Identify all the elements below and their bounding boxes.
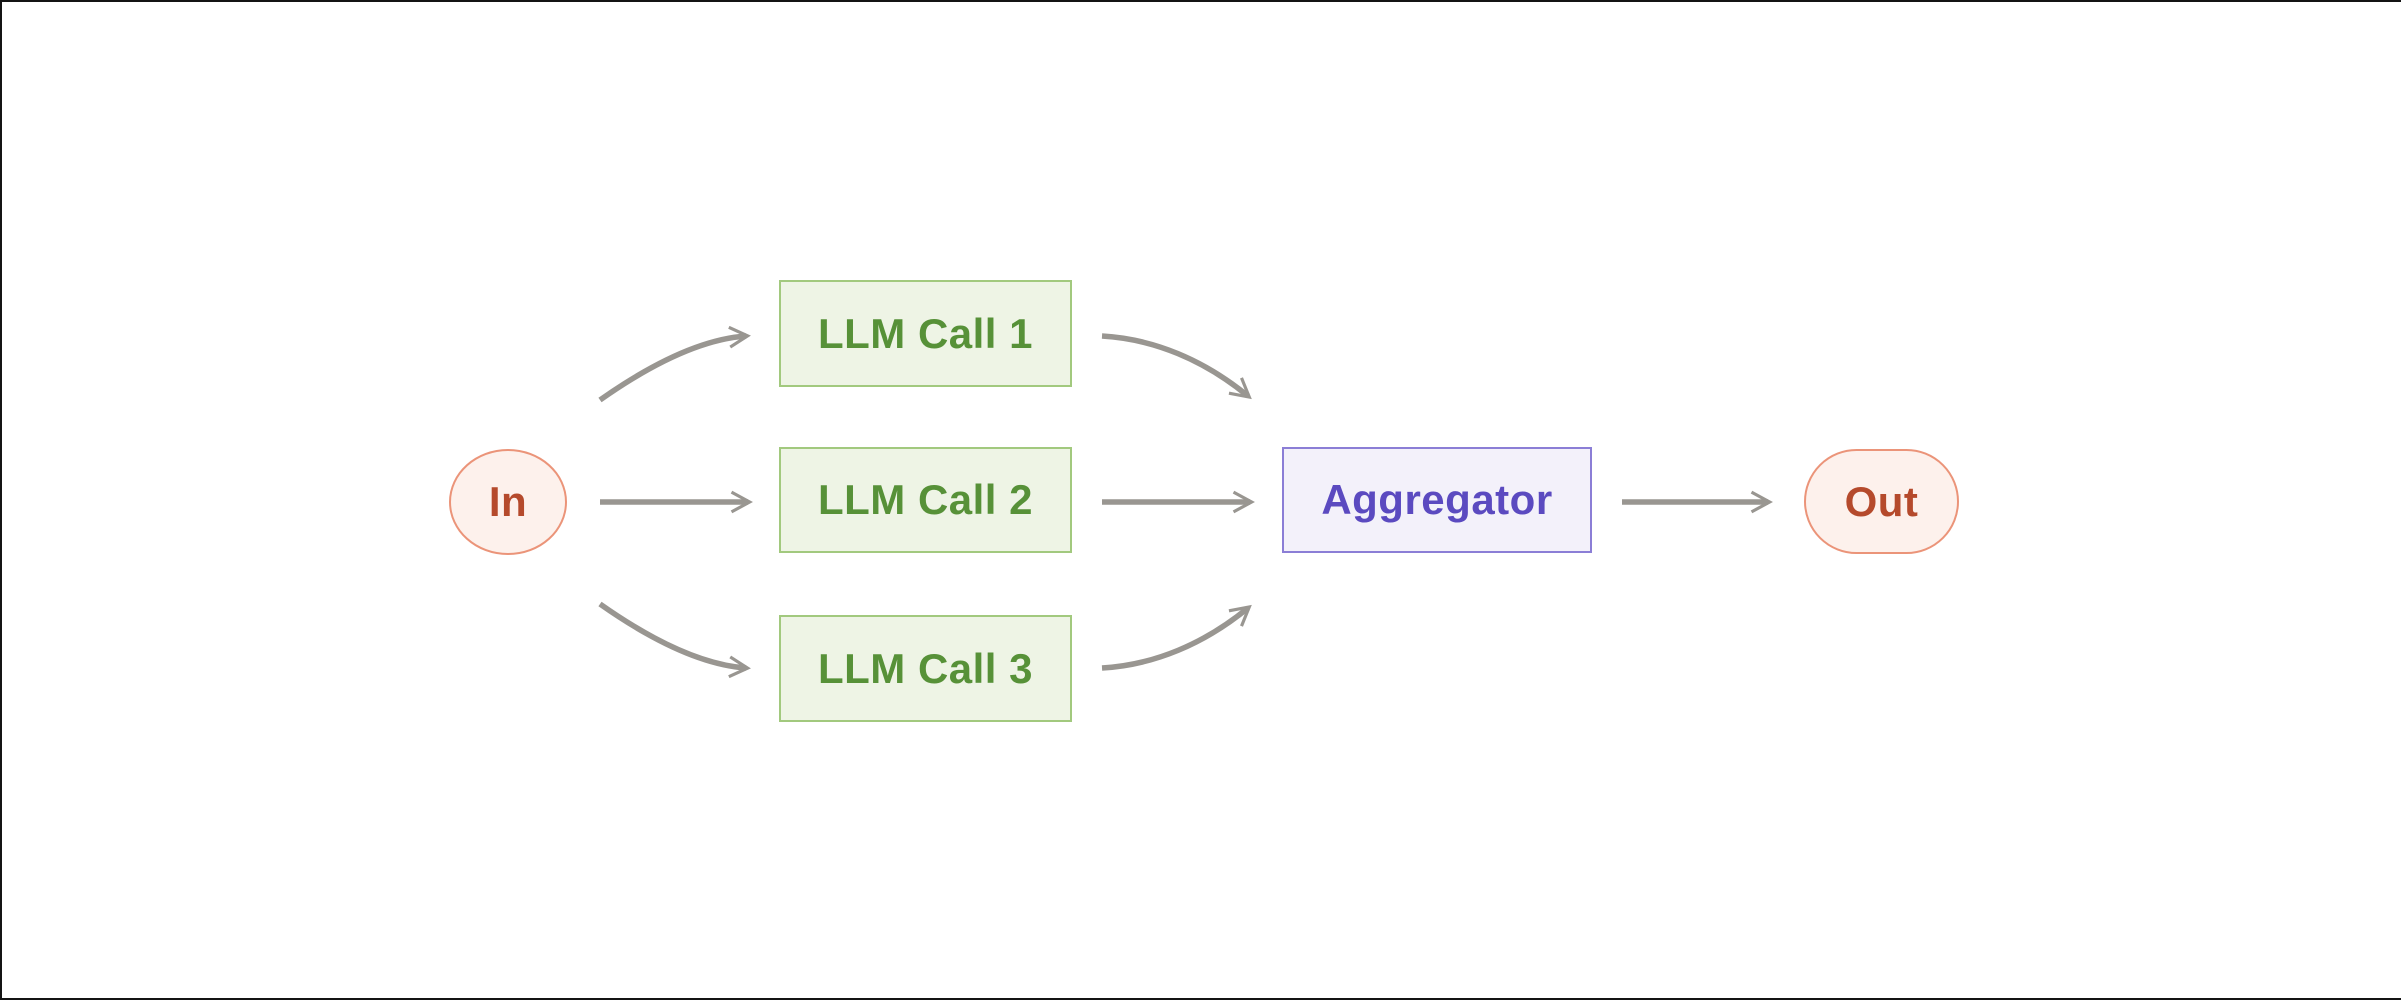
- node-llm-call-1: LLM Call 1: [779, 280, 1072, 387]
- node-out-label: Out: [1844, 477, 1919, 525]
- edge-llm-call-1-to-aggregator: [1101, 333, 1252, 400]
- node-llm-call-3-label: LLM Call 3: [817, 644, 1034, 692]
- node-in-label: In: [488, 478, 528, 525]
- node-llm-call-3: LLM Call 3: [779, 615, 1072, 722]
- node-aggregator: Aggregator: [1282, 447, 1592, 553]
- node-aggregator-label: Aggregator: [1321, 476, 1553, 523]
- edge-in-to-llm-call-1: [598, 325, 751, 403]
- node-in: In: [449, 449, 567, 555]
- node-llm-call-1-label: LLM Call 1: [817, 309, 1034, 357]
- node-llm-call-2: LLM Call 2: [779, 447, 1072, 553]
- edge-in-to-llm-call-3: [598, 601, 751, 679]
- node-out: Out: [1804, 449, 1959, 554]
- edge-llm-call-3-to-aggregator: [1101, 604, 1252, 671]
- node-llm-call-2-label: LLM Call 2: [817, 476, 1034, 523]
